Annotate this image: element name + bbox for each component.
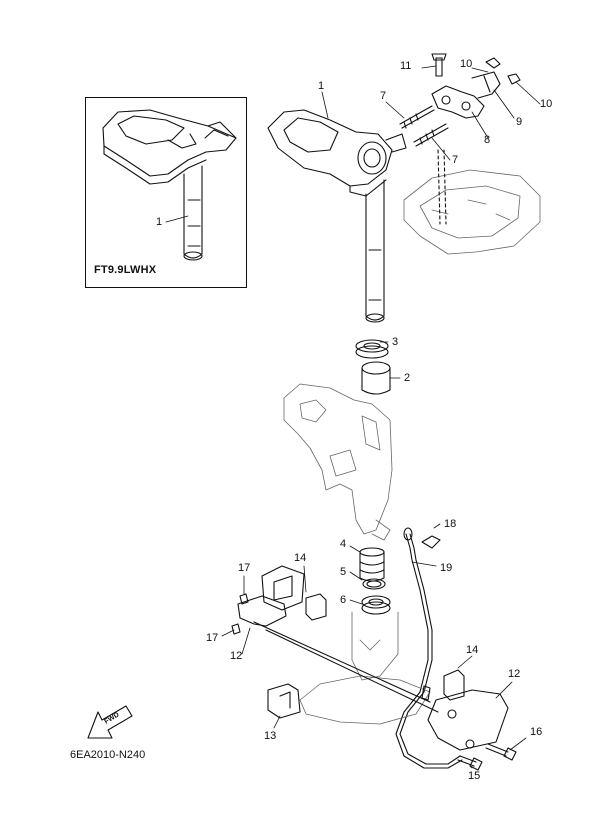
callout-8: 8 — [484, 134, 491, 146]
callout-16: 16 — [530, 726, 543, 738]
callout-19: 19 — [440, 562, 453, 574]
inset-steering-bracket — [102, 109, 237, 261]
callout-1-main: 1 — [318, 80, 325, 92]
steering-bracket — [267, 109, 407, 323]
mount-housings — [237, 565, 509, 751]
callout-14-left: 14 — [294, 552, 307, 564]
callout-7-lower: 7 — [452, 154, 459, 166]
lower-casing-outline — [299, 611, 431, 725]
lower-bracket-outline — [283, 383, 393, 541]
callout-14-right: 14 — [466, 644, 479, 656]
stud-bolts — [399, 105, 449, 225]
inset-model-label: FT9.9LWHX — [94, 264, 157, 276]
inset-frame — [85, 97, 247, 288]
callout-12-right: 12 — [508, 668, 521, 680]
callout-11: 11 — [400, 60, 412, 72]
callout-2: 2 — [404, 372, 411, 384]
callout-10-left: 10 — [460, 58, 473, 70]
callout-17-lower: 17 — [206, 632, 219, 644]
leader-lines — [165, 65, 541, 769]
clamp-assembly — [431, 53, 521, 119]
mount-parts — [359, 547, 391, 615]
swivel-bracket-outline — [403, 169, 541, 255]
callout-1-inset: 1 — [156, 216, 163, 228]
ground-lead — [395, 527, 463, 769]
fwd-arrow — [87, 705, 133, 739]
callout-7-upper: 7 — [380, 90, 387, 102]
callout-6: 6 — [340, 594, 347, 606]
callout-17-upper: 17 — [238, 562, 251, 574]
callout-3: 3 — [392, 336, 399, 348]
callout-9: 9 — [516, 116, 523, 128]
callout-10-right: 10 — [540, 98, 553, 110]
bushings — [355, 339, 391, 395]
callout-15: 15 — [468, 770, 481, 782]
callout-12-left: 12 — [230, 650, 243, 662]
callout-18: 18 — [444, 518, 457, 530]
callout-13: 13 — [264, 730, 277, 742]
fasteners — [231, 593, 517, 771]
drawing-code: 6EA2010-N240 — [70, 749, 146, 761]
callout-5: 5 — [340, 566, 347, 578]
callout-4: 4 — [340, 538, 347, 550]
